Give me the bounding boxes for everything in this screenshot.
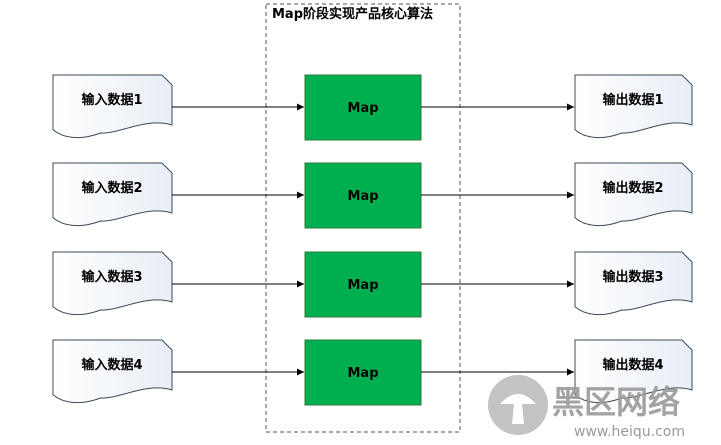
- output-document-3: [574, 251, 693, 316]
- map-box-4: [304, 339, 422, 406]
- map-phase-container: [265, 3, 461, 433]
- output-label-1: 输出数据1: [602, 92, 663, 108]
- output-document-2: [574, 162, 693, 227]
- map-phase-title: Map阶段实现产品核心算法: [272, 6, 433, 22]
- output-label-3: 输出数据3: [602, 269, 663, 285]
- map-box-3: [304, 251, 422, 318]
- input-label-2: 输入数据2: [81, 180, 142, 196]
- input-document-2: [52, 162, 173, 227]
- output-label-2: 输出数据2: [602, 180, 663, 196]
- input-label-3: 输入数据3: [81, 269, 142, 285]
- watermark: 黑区网络 www.heiqu.com: [488, 375, 685, 440]
- watermark-url: www.heiqu.com: [574, 424, 685, 440]
- watermark-mushroom-icon: [500, 394, 536, 424]
- input-label-1: 输入数据1: [81, 92, 142, 108]
- map-box-2: [304, 162, 422, 229]
- map-box-1: [304, 74, 422, 141]
- map-label-4: Map: [347, 366, 378, 381]
- output-document-1: [574, 74, 693, 139]
- input-document-4: [52, 339, 173, 404]
- input-label-4: 输入数据4: [81, 357, 142, 373]
- input-document-3: [52, 251, 173, 316]
- input-document-1: [52, 74, 173, 139]
- watermark-name: 黑区网络: [552, 383, 680, 421]
- map-label-1: Map: [347, 101, 378, 116]
- output-document-4: [574, 339, 693, 404]
- output-label-4: 输出数据4: [602, 357, 663, 373]
- map-label-3: Map: [347, 278, 378, 293]
- map-label-2: Map: [347, 189, 378, 204]
